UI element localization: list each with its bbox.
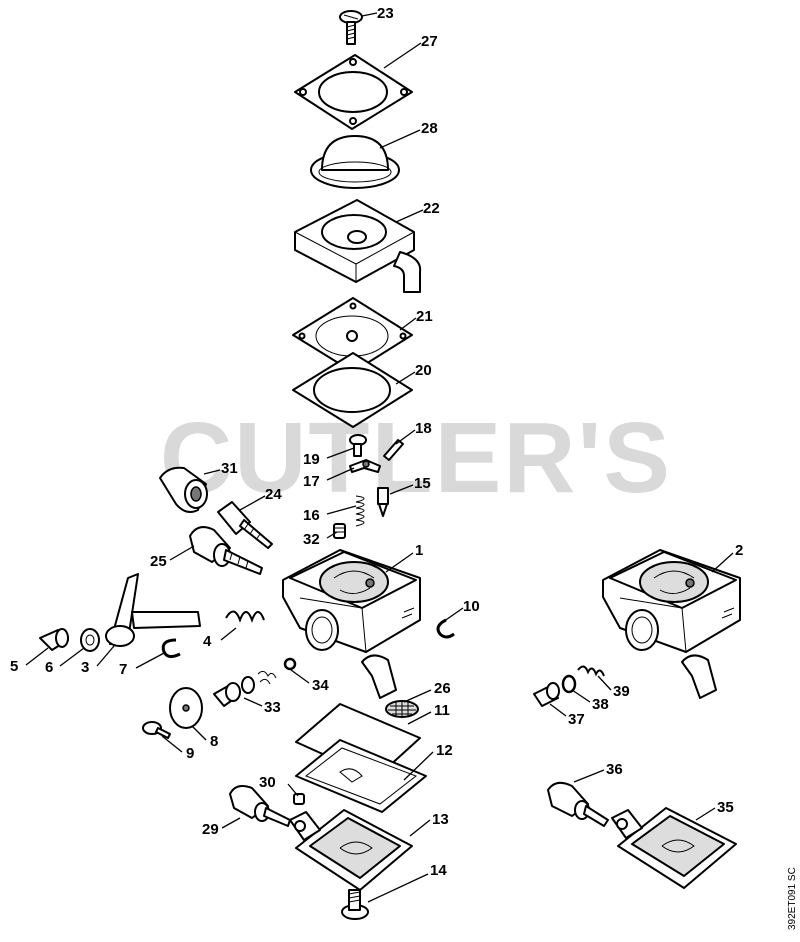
part-label-27[interactable]: 27 <box>421 33 438 50</box>
part-label-37[interactable]: 37 <box>568 711 585 728</box>
plug-spring-33-drawing <box>213 670 277 707</box>
screw-5-drawing <box>39 628 69 651</box>
end-cover-13-drawing <box>289 809 413 891</box>
needle-25-drawing <box>189 526 263 575</box>
part-label-3[interactable]: 3 <box>81 659 89 676</box>
pump-body-22-drawing <box>294 199 422 293</box>
part-label-18[interactable]: 18 <box>415 420 432 437</box>
part-label-30[interactable]: 30 <box>259 774 276 791</box>
part-drawings <box>39 10 741 920</box>
part-label-28[interactable]: 28 <box>421 120 438 137</box>
part-label-8[interactable]: 8 <box>210 733 218 750</box>
part-label-17[interactable]: 17 <box>303 473 320 490</box>
gasket-12-drawing <box>295 739 427 813</box>
part-label-1[interactable]: 1 <box>415 542 423 559</box>
part-label-24[interactable]: 24 <box>265 486 282 503</box>
inlet-needle-15-drawing <box>377 487 389 517</box>
part-label-34[interactable]: 34 <box>312 677 329 694</box>
washer-6-drawing <box>80 628 100 652</box>
cover-disc-8-drawing <box>169 687 203 729</box>
spring-4-drawing <box>225 610 265 623</box>
part-label-19[interactable]: 19 <box>303 451 320 468</box>
choke-shaft-3-drawing <box>105 573 201 647</box>
cap-31-drawing <box>159 466 208 513</box>
part-label-38[interactable]: 38 <box>592 696 609 713</box>
part-label-23[interactable]: 23 <box>377 5 394 22</box>
part-label-32[interactable]: 32 <box>303 531 320 548</box>
part-label-14[interactable]: 14 <box>430 862 447 879</box>
needle-29-drawing <box>229 785 291 827</box>
part-label-31[interactable]: 31 <box>221 460 238 477</box>
part-labels: 23 27 28 22 21 20 18 19 17 31 15 24 16 3… <box>10 5 743 879</box>
washer-38-drawing <box>561 674 577 694</box>
part-label-4[interactable]: 4 <box>203 633 212 650</box>
part-label-33[interactable]: 33 <box>264 699 281 716</box>
needle-24-drawing <box>217 501 273 549</box>
screw-19-drawing <box>349 434 367 457</box>
pin-18-drawing <box>383 439 404 461</box>
part-label-11[interactable]: 11 <box>434 702 450 719</box>
spring-39-drawing <box>577 665 605 677</box>
part-label-6[interactable]: 6 <box>45 659 53 676</box>
part-label-15[interactable]: 15 <box>414 475 431 492</box>
part-label-21[interactable]: 21 <box>416 308 433 325</box>
carburetor-body-1-drawing <box>282 549 421 699</box>
part-label-9[interactable]: 9 <box>186 745 194 762</box>
part-label-7[interactable]: 7 <box>119 661 127 678</box>
part-label-29[interactable]: 29 <box>202 821 219 838</box>
cover-plate-27-drawing <box>294 54 413 130</box>
gasket-20-drawing <box>292 352 413 428</box>
part-label-22[interactable]: 22 <box>423 200 440 217</box>
part-label-39[interactable]: 39 <box>613 683 630 700</box>
part-label-36[interactable]: 36 <box>606 761 623 778</box>
watermark: CUTLER'S <box>160 402 672 514</box>
part-label-25[interactable]: 25 <box>150 553 167 570</box>
screw-14-drawing <box>341 889 369 920</box>
end-cover-35-drawing <box>611 807 737 889</box>
needle-36-drawing <box>547 781 609 827</box>
o-ring-34-drawing <box>283 657 297 671</box>
plug-30-drawing <box>293 793 305 805</box>
inlet-lever-17-drawing <box>349 459 381 473</box>
part-label-10[interactable]: 10 <box>463 598 480 615</box>
e-clip-10-drawing <box>436 618 455 639</box>
drawing-code: 392ET091 SC <box>787 867 798 930</box>
part-label-5[interactable]: 5 <box>10 658 18 675</box>
spring-16-drawing <box>355 495 365 527</box>
part-label-16[interactable]: 16 <box>303 507 320 524</box>
carburetor-body-2-drawing <box>602 549 741 699</box>
part-label-12[interactable]: 12 <box>436 742 453 759</box>
part-label-35[interactable]: 35 <box>717 799 734 816</box>
screen-26-drawing <box>385 700 419 718</box>
screw-23-drawing <box>339 10 363 45</box>
part-label-26[interactable]: 26 <box>434 680 451 697</box>
clip-7-drawing <box>161 638 181 659</box>
plug-32-drawing <box>333 523 346 539</box>
part-label-20[interactable]: 20 <box>415 362 432 379</box>
leader-lines <box>25 12 734 903</box>
screw-9-drawing <box>142 721 171 739</box>
primer-bulb-28-drawing <box>310 135 400 189</box>
part-label-2[interactable]: 2 <box>735 542 743 559</box>
part-label-13[interactable]: 13 <box>432 811 449 828</box>
plug-37-drawing <box>533 682 560 707</box>
